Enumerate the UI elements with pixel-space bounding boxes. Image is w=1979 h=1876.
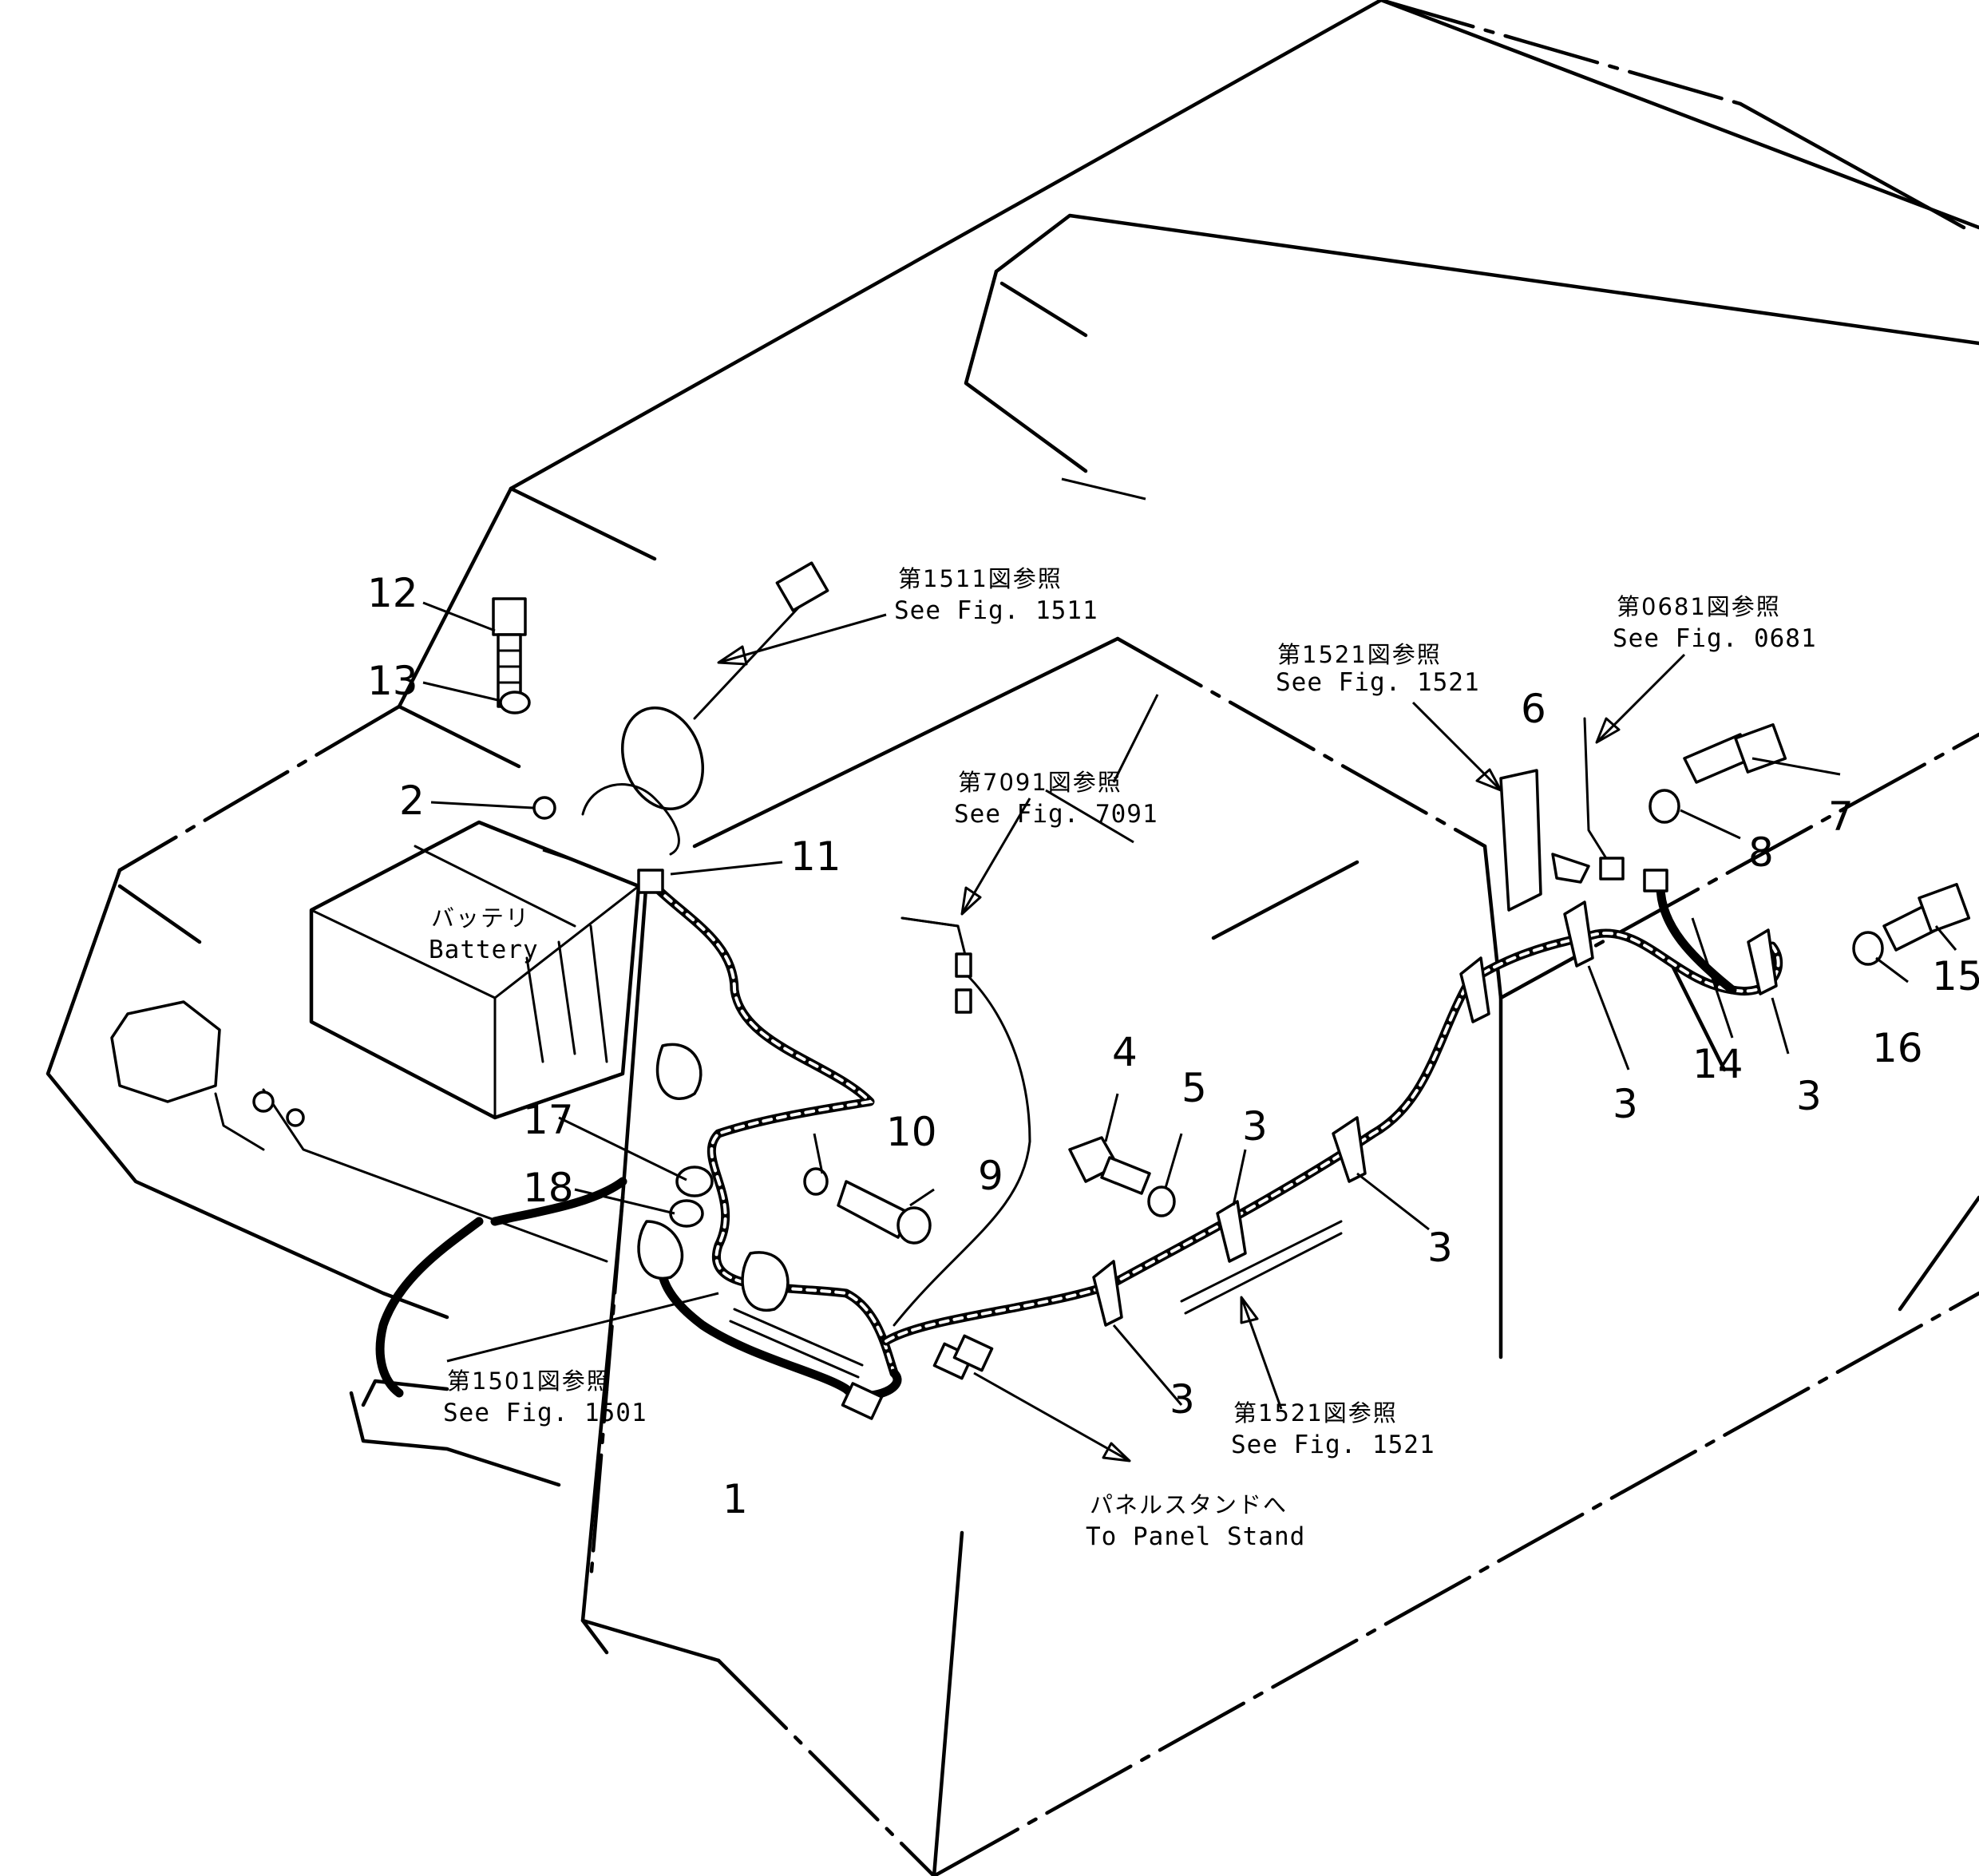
panel-stand-jp: パネルスタンドへ xyxy=(1090,1491,1288,1518)
callout-13: 13 xyxy=(367,658,418,704)
washer-8 xyxy=(1649,789,1680,824)
callout-18: 18 xyxy=(523,1165,574,1211)
callout-3: 3 xyxy=(1613,1081,1638,1127)
callout-3: 3 xyxy=(1796,1073,1822,1119)
clamp-3c xyxy=(1332,1116,1367,1183)
clamp-3d xyxy=(1459,956,1490,1023)
callout-3: 3 xyxy=(1170,1376,1195,1423)
bracket-plate-lower xyxy=(1180,1220,1343,1303)
callout-1: 1 xyxy=(722,1476,748,1522)
bracket-plate-upper xyxy=(1499,769,1542,912)
bracket-11 xyxy=(637,869,664,894)
washer-5 xyxy=(1147,1185,1176,1217)
ref-1511-en: See Fig. 1511 xyxy=(894,596,1098,625)
bolt-10 xyxy=(837,1180,932,1245)
clamp-3e xyxy=(1563,900,1594,968)
relay xyxy=(655,1043,703,1100)
connector-17 xyxy=(675,1166,714,1197)
callout-8: 8 xyxy=(1748,829,1774,876)
connector-18 xyxy=(669,1199,704,1228)
callout-6: 6 xyxy=(1521,686,1546,732)
strip-1 xyxy=(733,1308,864,1367)
washer-16 xyxy=(1852,931,1884,966)
connector-panel xyxy=(841,1382,884,1420)
battery-label-jp: バッテリ xyxy=(431,904,530,932)
work-lamp xyxy=(110,1000,221,1103)
washer-13 xyxy=(499,691,531,714)
callout-11: 11 xyxy=(790,833,841,880)
ref-1521-lower-jp: 第1521図参照 xyxy=(1233,1399,1398,1427)
callout-16: 16 xyxy=(1872,1025,1923,1071)
clamp-3f xyxy=(1747,928,1778,995)
ref-1521-upper-jp: 第1521図参照 xyxy=(1277,641,1442,668)
callout-3: 3 xyxy=(1427,1225,1453,1271)
bolt-4 xyxy=(1068,1136,1151,1195)
clamp-3a xyxy=(1092,1260,1123,1327)
callout-9: 9 xyxy=(978,1153,1003,1199)
bolt-15 xyxy=(1882,883,1971,952)
ref-1501-jp: 第1501図参照 xyxy=(447,1367,612,1395)
callout-14: 14 xyxy=(1692,1041,1743,1087)
callout-labels: 1 2 3 3 3 3 3 4 5 6 7 8 9 10 11 12 13 14… xyxy=(367,570,1979,1522)
horn-2 xyxy=(741,1251,790,1312)
callout-17: 17 xyxy=(523,1097,574,1143)
panel-stand-en: To Panel Stand xyxy=(1086,1522,1305,1551)
ref-0681-en: See Fig. 0681 xyxy=(1613,624,1817,653)
bolt-12 xyxy=(492,597,527,708)
callout-10: 10 xyxy=(886,1109,937,1155)
callout-3: 3 xyxy=(1242,1103,1268,1150)
callout-12: 12 xyxy=(367,570,418,616)
connector-b xyxy=(952,1334,994,1372)
ref-1521-lower-en: See Fig. 1521 xyxy=(1231,1431,1435,1459)
sensor-7091 xyxy=(900,916,960,928)
clamp-3b xyxy=(1216,1200,1247,1263)
sensor-0681 xyxy=(1583,717,1610,864)
leader-lines xyxy=(422,477,1957,1462)
bracket-6 xyxy=(1551,853,1590,884)
machine-body-outline xyxy=(46,0,1979,1876)
parts xyxy=(110,561,1971,1420)
callout-7: 7 xyxy=(1828,794,1854,840)
figure-references: 第1511図参照 See Fig. 1511 第7091図参照 See Fig.… xyxy=(429,565,1817,1551)
ring-10 xyxy=(803,1167,829,1196)
callout-2: 2 xyxy=(399,778,425,824)
horn xyxy=(637,1220,684,1280)
float-sensor xyxy=(581,561,829,856)
ref-0681-jp: 第0681図参照 xyxy=(1617,593,1781,620)
lamp-connector xyxy=(252,1090,275,1113)
callout-5: 5 xyxy=(1181,1065,1207,1111)
battery-label-en: Battery xyxy=(429,936,539,964)
ref-1501-en: See Fig. 1501 xyxy=(443,1399,647,1427)
ref-1521-upper-en: See Fig. 1521 xyxy=(1276,668,1480,697)
ref-1511-jp: 第1511図参照 xyxy=(898,565,1063,592)
bolt-7 xyxy=(1683,723,1787,784)
washer-2 xyxy=(532,796,556,820)
ref-7091-jp: 第7091図参照 xyxy=(958,769,1122,796)
ref-7091-en: See Fig. 7091 xyxy=(954,800,1158,829)
wire-harness xyxy=(214,881,1783,1400)
callout-15: 15 xyxy=(1932,953,1979,999)
callout-4: 4 xyxy=(1112,1029,1138,1075)
